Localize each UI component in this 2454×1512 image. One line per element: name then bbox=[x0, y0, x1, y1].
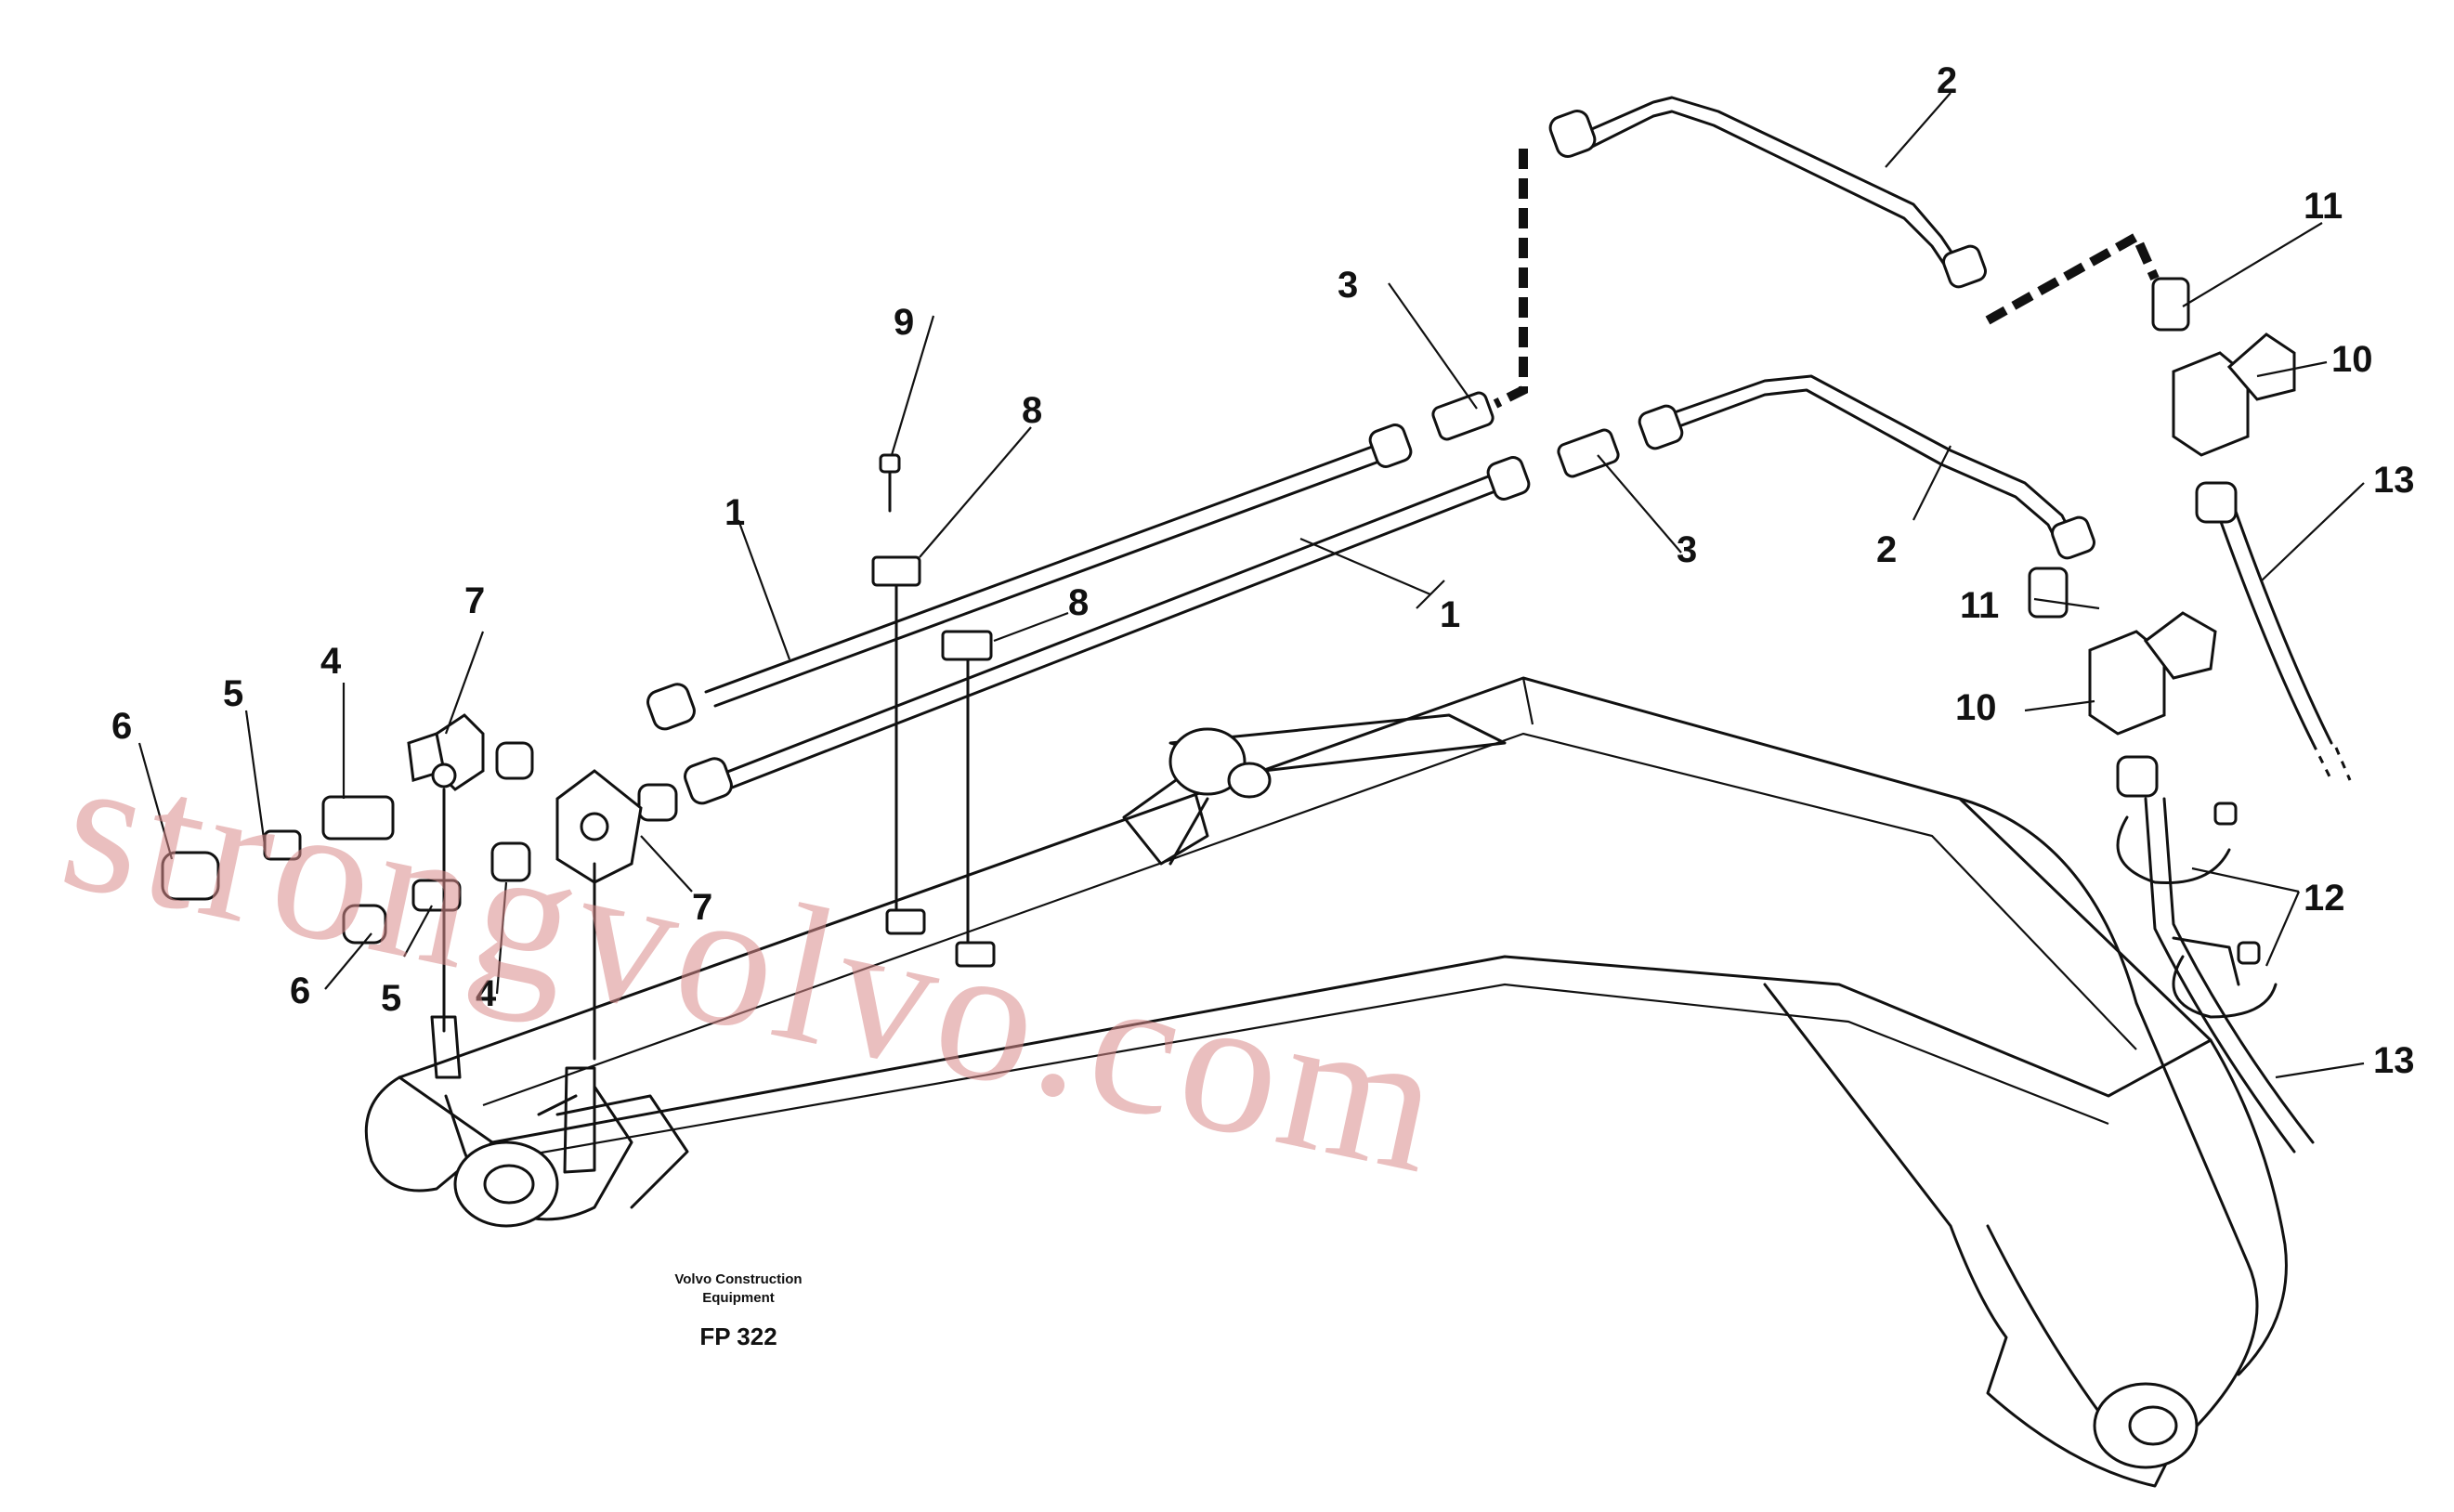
callout-5-top: 5 bbox=[223, 673, 243, 714]
caption-line-1: Volvo Construction bbox=[674, 1271, 802, 1287]
callout-13-bottom: 13 bbox=[2373, 1040, 2415, 1081]
callout-3-mid: 3 bbox=[1677, 529, 1697, 570]
callout-12: 12 bbox=[2304, 878, 2345, 919]
callout-11-top: 11 bbox=[2304, 186, 2343, 227]
callout-13-top: 13 bbox=[2373, 460, 2415, 501]
callout-1-right: 1 bbox=[1440, 594, 1460, 635]
callout-10-top: 10 bbox=[2331, 339, 2373, 380]
callout-2-mid: 2 bbox=[1876, 529, 1897, 570]
callout-1-left: 1 bbox=[724, 492, 745, 533]
callout-4-top: 4 bbox=[320, 641, 342, 682]
excavator-boom bbox=[364, 676, 2288, 1488]
callout-8-mid: 8 bbox=[1068, 582, 1089, 623]
callout-11-mid: 11 bbox=[1960, 585, 1999, 626]
fittings bbox=[161, 110, 2296, 1061]
callout-6-bottom: 6 bbox=[290, 971, 310, 1011]
callout-2-top: 2 bbox=[1937, 60, 1957, 101]
callout-7-top: 7 bbox=[464, 580, 485, 621]
callout-6-top: 6 bbox=[111, 706, 132, 747]
callout-10-mid: 10 bbox=[1955, 687, 1997, 728]
callout-9: 9 bbox=[894, 302, 914, 343]
callout-5-bottom: 5 bbox=[381, 978, 401, 1019]
figure-caption: Volvo Construction Equipment FP 322 bbox=[674, 1271, 802, 1350]
callout-3-top: 3 bbox=[1338, 265, 1358, 306]
callout-7-bottom: 7 bbox=[692, 887, 712, 928]
caption-figure-number: FP 322 bbox=[699, 1323, 777, 1350]
hydraulic-pipes bbox=[704, 96, 2352, 1154]
callout-labels: 2 3 9 8 8 1 1 3 2 11 10 13 11 10 12 13 7… bbox=[111, 60, 2415, 1081]
caption-line-2: Equipment bbox=[702, 1290, 775, 1306]
callout-4-bottom: 4 bbox=[476, 973, 497, 1014]
callout-8-top: 8 bbox=[1022, 390, 1042, 431]
leader-lines bbox=[137, 92, 2365, 1079]
